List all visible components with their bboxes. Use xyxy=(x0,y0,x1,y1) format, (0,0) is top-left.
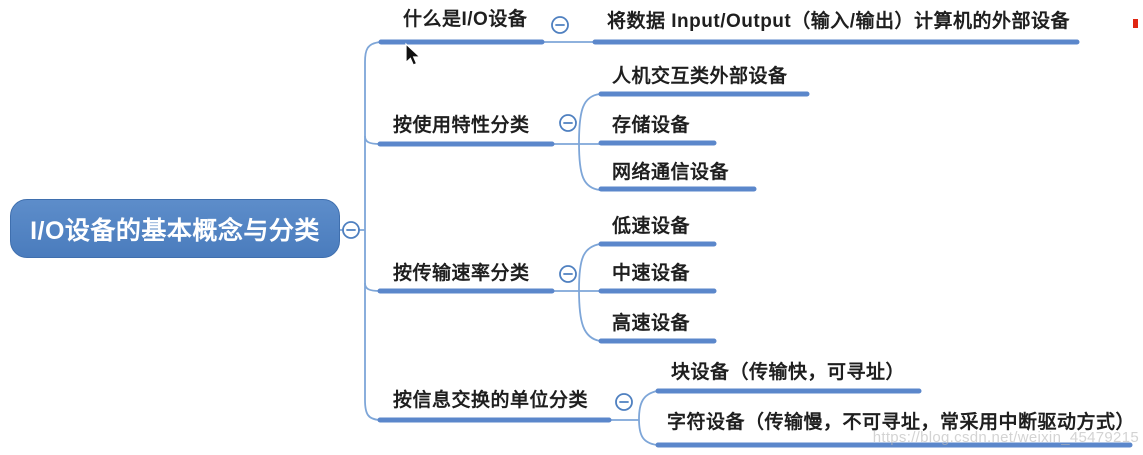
branch-topic-what-is-io-device[interactable]: 什么是I/O设备 xyxy=(403,9,528,30)
child-topic-high-speed-devices[interactable]: 高速设备 xyxy=(612,313,691,334)
branch-topic-by-transfer-rate[interactable]: 按传输速率分类 xyxy=(393,263,530,284)
root-topic[interactable]: I/O设备的基本概念与分类 xyxy=(10,199,340,258)
child-topic-medium-speed-devices[interactable]: 中速设备 xyxy=(612,263,691,284)
child-topic-character-devices[interactable]: 字符设备（传输慢，不可寻址，常采用中断驱动方式） xyxy=(667,412,1136,433)
collapse-icon-branch-2[interactable] xyxy=(559,114,577,132)
child-topic-network-devices[interactable]: 网络通信设备 xyxy=(612,162,730,183)
branch-topic-by-usage[interactable]: 按使用特性分类 xyxy=(393,115,530,136)
cursor-icon xyxy=(405,42,422,66)
child-topic-io-definition[interactable]: 将数据 Input/Output（输入/输出）计算机的外部设备 xyxy=(607,11,1071,32)
red-annotation-mark xyxy=(1133,19,1138,28)
child-topic-low-speed-devices[interactable]: 低速设备 xyxy=(612,216,691,237)
child-topic-storage-devices[interactable]: 存储设备 xyxy=(612,115,691,136)
watermark-url: https://blog.csdn.net/weixin_45479215 xyxy=(872,429,1139,446)
collapse-icon-root[interactable] xyxy=(342,221,360,239)
collapse-icon-branch-1[interactable] xyxy=(551,16,569,34)
branch-topic-by-exchange-unit[interactable]: 按信息交换的单位分类 xyxy=(393,390,589,411)
root-topic-label: I/O设备的基本概念与分类 xyxy=(30,216,320,245)
connector-lines xyxy=(340,41,658,446)
collapse-icon-branch-4[interactable] xyxy=(615,393,633,411)
collapse-icon-branch-3[interactable] xyxy=(559,265,577,283)
child-topic-human-interaction-devices[interactable]: 人机交互类外部设备 xyxy=(612,66,788,87)
child-topic-block-devices[interactable]: 块设备（传输快，可寻址） xyxy=(671,362,906,383)
topic-underlines xyxy=(377,39,1133,448)
